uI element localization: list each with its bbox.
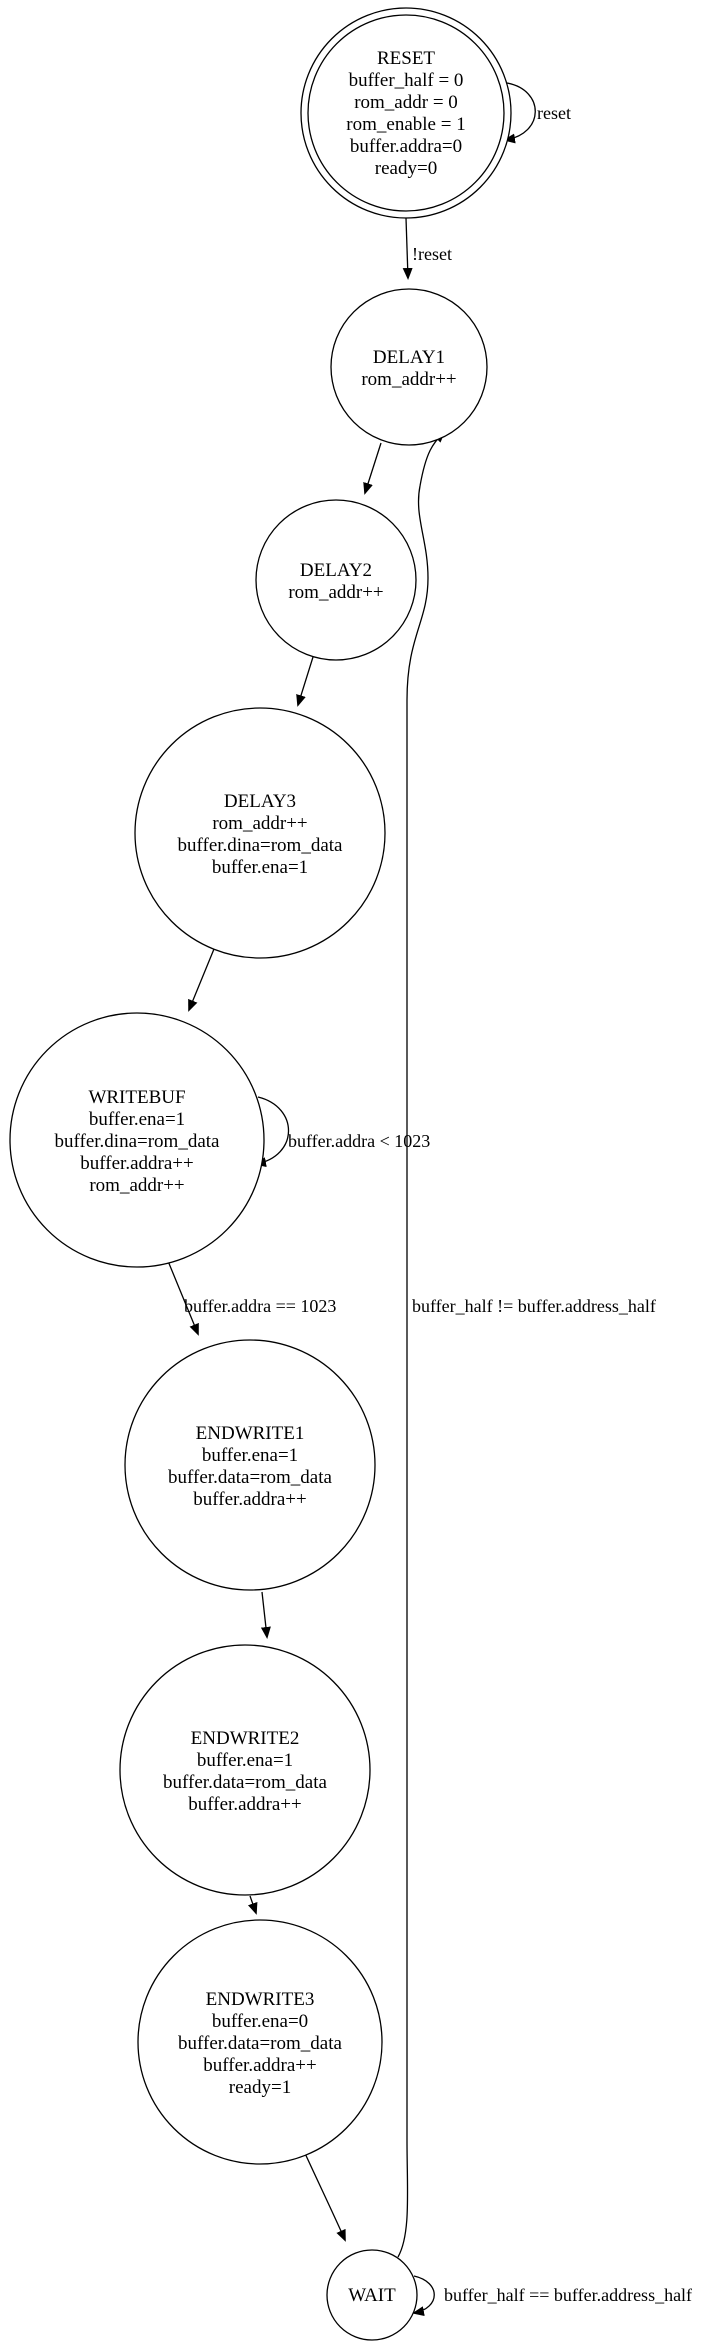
edge-label: buffer_half == buffer.address_half bbox=[444, 2285, 692, 2305]
edge-delay3-writebuf bbox=[188, 948, 215, 1012]
state-action: buffer.addra++ bbox=[203, 2055, 316, 2076]
state-circle bbox=[9, 1012, 265, 1268]
state-action: buffer.ena=1 bbox=[212, 857, 308, 878]
state-reset: RESET buffer_half = 0 rom_addr = 0 rom_e… bbox=[300, 7, 512, 219]
state-action: buffer.data=rom_data bbox=[178, 2033, 342, 2054]
state-action: rom_enable = 1 bbox=[346, 114, 465, 135]
state-name: ENDWRITE3 bbox=[206, 1989, 315, 2010]
edge-wait-delay1 bbox=[397, 430, 446, 2258]
state-circle bbox=[255, 499, 417, 661]
edge-label: buffer_half != buffer.address_half bbox=[412, 1296, 656, 1316]
state-inner-circle bbox=[307, 14, 505, 212]
edge-endwrite1-endwrite2 bbox=[260, 1591, 271, 1639]
state-name: RESET bbox=[377, 48, 435, 69]
state-action: rom_addr++ bbox=[212, 813, 307, 834]
state-name: DELAY1 bbox=[373, 347, 445, 368]
state-action: buffer.addra++ bbox=[188, 1794, 301, 1815]
state-action: buffer_half = 0 bbox=[349, 70, 464, 91]
edge-wait-selfloop bbox=[412, 2275, 435, 2317]
state-name: ENDWRITE1 bbox=[196, 1423, 305, 1444]
state-action: buffer.addra++ bbox=[80, 1153, 193, 1174]
state-name: ENDWRITE2 bbox=[191, 1728, 300, 1749]
edges: reset !reset buffer.addra < 1023 buffer.… bbox=[167, 82, 692, 2317]
state-action: ready=0 bbox=[375, 158, 437, 179]
edge-endwrite2-endwrite3 bbox=[247, 1895, 258, 1915]
edge-delay2-delay3 bbox=[296, 656, 314, 707]
edge-endwrite3-wait bbox=[302, 2148, 346, 2242]
state-action: rom_addr = 0 bbox=[354, 92, 458, 113]
state-action: buffer.ena=1 bbox=[202, 1445, 298, 1466]
edge-reset-selfloop bbox=[503, 82, 536, 144]
state-action: buffer.data=rom_data bbox=[163, 1772, 327, 1793]
edge-label: buffer.addra < 1023 bbox=[288, 1131, 430, 1151]
state-circle bbox=[124, 1339, 376, 1591]
state-action: ready=1 bbox=[229, 2077, 291, 2098]
state-name: WAIT bbox=[348, 2285, 396, 2306]
edge-delay1-delay2 bbox=[363, 442, 382, 495]
state-action: buffer.addra++ bbox=[193, 1489, 306, 1510]
state-action: buffer.addra=0 bbox=[350, 136, 462, 157]
edge-label: buffer.addra == 1023 bbox=[184, 1296, 336, 1316]
state-circle bbox=[134, 707, 386, 959]
state-wait: WAIT bbox=[326, 2249, 418, 2341]
edge-reset-delay1 bbox=[402, 217, 413, 280]
state-endwrite1: ENDWRITE1 buffer.ena=1 buffer.data=rom_d… bbox=[124, 1339, 376, 1591]
state-endwrite2: ENDWRITE2 buffer.ena=1 buffer.data=rom_d… bbox=[119, 1644, 371, 1896]
state-circle bbox=[137, 1919, 383, 2165]
edge-writebuf-selfloop bbox=[254, 1096, 290, 1168]
state-circle bbox=[330, 288, 488, 446]
state-action: rom_addr++ bbox=[361, 369, 456, 390]
state-name: DELAY3 bbox=[224, 791, 296, 812]
state-delay1: DELAY1 rom_addr++ bbox=[330, 288, 488, 446]
state-circle bbox=[326, 2249, 418, 2341]
state-writebuf: WRITEBUF buffer.ena=1 buffer.dina=rom_da… bbox=[9, 1012, 265, 1268]
state-endwrite3: ENDWRITE3 buffer.ena=0 buffer.data=rom_d… bbox=[137, 1919, 383, 2165]
state-action: buffer.dina=rom_data bbox=[55, 1131, 221, 1152]
edge-label: !reset bbox=[412, 244, 452, 264]
state-name: DELAY2 bbox=[300, 560, 372, 581]
state-delay2: DELAY2 rom_addr++ bbox=[255, 499, 417, 661]
state-action: buffer.data=rom_data bbox=[168, 1467, 332, 1488]
state-action: buffer.dina=rom_data bbox=[178, 835, 344, 856]
edge-writebuf-endwrite1 bbox=[167, 1260, 199, 1336]
state-action: rom_addr++ bbox=[288, 582, 383, 603]
state-name: WRITEBUF bbox=[88, 1087, 185, 1108]
state-delay3: DELAY3 rom_addr++ buffer.dina=rom_data b… bbox=[134, 707, 386, 959]
state-action: buffer.ena=1 bbox=[89, 1109, 185, 1130]
state-action: rom_addr++ bbox=[89, 1175, 184, 1196]
state-circle bbox=[119, 1644, 371, 1896]
state-action: buffer.ena=1 bbox=[197, 1750, 293, 1771]
edge-label: reset bbox=[537, 103, 571, 123]
state-action: buffer.ena=0 bbox=[212, 2011, 308, 2032]
